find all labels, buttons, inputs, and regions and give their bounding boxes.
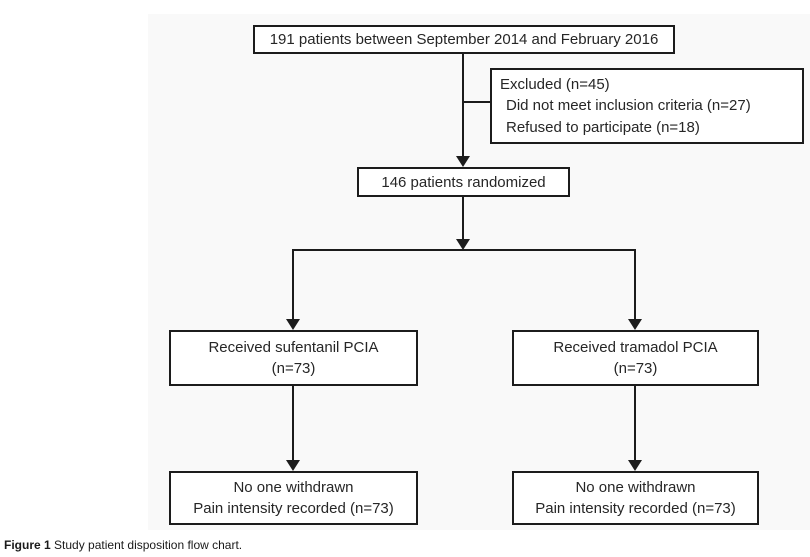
- enrollment-box: 191 patients between September 2014 and …: [253, 25, 675, 54]
- sufentanil-arm-box: Received sufentanil PCIA (n=73): [169, 330, 418, 386]
- connector-sufentanil-to-outcome-line: [292, 386, 294, 460]
- connector-excluded-stub-line: [464, 101, 490, 103]
- arrow-down-icon: [286, 460, 300, 471]
- excluded-box: Excluded (n=45) Did not meet inclusion c…: [490, 68, 804, 144]
- arrow-down-icon: [628, 460, 642, 471]
- connector-branch-to-tramadol-line: [634, 251, 636, 319]
- sufentanil-outcome-line1: No one withdrawn: [233, 479, 354, 496]
- sufentanil-outcome-line2: Pain intensity recorded (n=73): [193, 500, 394, 517]
- figure-caption-label: Figure 1: [4, 538, 51, 552]
- arrow-down-icon: [456, 156, 470, 167]
- excluded-reason-1: Did not meet inclusion criteria (n=27): [506, 97, 751, 114]
- connector-branch-line: [292, 249, 636, 251]
- figure-caption: Figure 1 Study patient disposition flow …: [4, 538, 242, 553]
- enrollment-text: 191 patients between September 2014 and …: [269, 31, 659, 48]
- sufentanil-arm-line2: (n=73): [271, 360, 316, 377]
- excluded-title: Excluded (n=45): [500, 75, 610, 93]
- tramadol-arm-line2: (n=73): [613, 360, 658, 377]
- sufentanil-arm-line1: Received sufentanil PCIA: [208, 339, 379, 356]
- tramadol-arm-box: Received tramadol PCIA (n=73): [512, 330, 759, 386]
- arrow-down-icon: [286, 319, 300, 330]
- arrow-down-icon: [628, 319, 642, 330]
- tramadol-outcome-line1: No one withdrawn: [575, 479, 696, 496]
- connector-tramadol-to-outcome-line: [634, 386, 636, 460]
- figure-caption-text: Study patient disposition flow chart.: [54, 538, 243, 552]
- connector-randomized-to-branch-line: [462, 197, 464, 240]
- arrow-down-icon: [456, 239, 470, 250]
- randomized-text: 146 patients randomized: [381, 173, 546, 191]
- randomized-box: 146 patients randomized: [357, 167, 570, 197]
- tramadol-arm-line1: Received tramadol PCIA: [553, 339, 718, 356]
- connector-branch-to-sufentanil-line: [292, 251, 294, 319]
- excluded-reason-2: Refused to participate (n=18): [506, 118, 700, 136]
- tramadol-outcome-box: No one withdrawn Pain intensity recorded…: [512, 471, 759, 525]
- sufentanil-outcome-box: No one withdrawn Pain intensity recorded…: [169, 471, 418, 525]
- connector-enrollment-to-randomized-line: [462, 54, 464, 158]
- tramadol-outcome-line2: Pain intensity recorded (n=73): [535, 500, 736, 517]
